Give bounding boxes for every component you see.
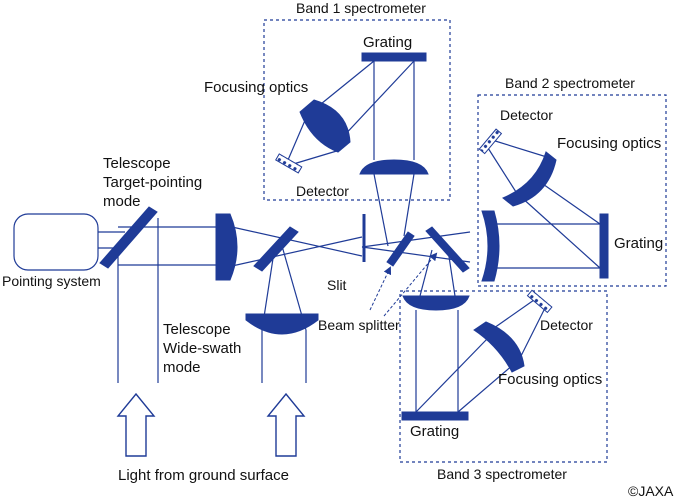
light-from-ground-label: Light from ground surface bbox=[118, 467, 289, 484]
band3-in-right bbox=[447, 249, 456, 297]
band1-box bbox=[263, 19, 451, 201]
band2-detector-label: Detector bbox=[500, 107, 553, 123]
telescope-wide-l3: mode bbox=[163, 359, 201, 376]
band2-detector bbox=[478, 128, 503, 155]
band2-collimator bbox=[481, 210, 500, 282]
telescope-target-l3: mode bbox=[103, 193, 141, 210]
band1-detector bbox=[275, 153, 303, 174]
band2-grating bbox=[599, 213, 609, 279]
band1-title: Band 1 spectrometer bbox=[296, 0, 426, 16]
band3-detector-label: Detector bbox=[540, 317, 593, 333]
wide-swath-lens bbox=[245, 313, 319, 335]
beam-splitter-label: Beam splitter bbox=[318, 317, 400, 333]
wide-swath-mirror bbox=[253, 226, 299, 272]
band1-focusing-optics bbox=[299, 99, 351, 153]
telescope-target-l1: Telescope bbox=[103, 155, 171, 172]
pointing-system-box bbox=[13, 213, 99, 271]
pointing-mirror bbox=[99, 206, 158, 269]
beam-splitter-arrow-2 bbox=[383, 252, 438, 317]
band3-focus-2 bbox=[517, 309, 545, 363]
band2-focusing-label: Focusing optics bbox=[557, 135, 661, 152]
band3-detector bbox=[526, 289, 553, 314]
band3-focus-1 bbox=[493, 299, 535, 329]
telescope-wide-l1: Telescope bbox=[163, 321, 231, 338]
beam-splitter-1 bbox=[386, 231, 415, 267]
path-to-band2-upper bbox=[361, 231, 471, 248]
telescope-target-l2: Target-pointing bbox=[103, 174, 202, 191]
light-arrow-right bbox=[266, 392, 306, 457]
band3-diff-2 bbox=[457, 363, 515, 413]
band3-in-left bbox=[419, 249, 433, 297]
band3-grating bbox=[401, 411, 469, 421]
band2-focus-2 bbox=[491, 139, 551, 159]
telescope-lens bbox=[215, 213, 238, 281]
band3-focusing-label: Focusing optics bbox=[498, 371, 602, 388]
band2-grating-label: Grating bbox=[614, 235, 663, 252]
band1-diff-2 bbox=[339, 60, 415, 141]
band2-diff-1 bbox=[539, 181, 601, 225]
band3-title: Band 3 spectrometer bbox=[437, 466, 567, 482]
band2-diff-2 bbox=[519, 195, 601, 269]
band1-in-right bbox=[403, 173, 415, 237]
path-converge-1 bbox=[231, 226, 363, 257]
band1-collimator bbox=[359, 159, 429, 175]
band3-grating-label: Grating bbox=[410, 423, 459, 440]
slit-label: Slit bbox=[327, 277, 347, 293]
band1-in-left bbox=[373, 173, 389, 247]
copyright-label: ©JAXA bbox=[628, 483, 674, 499]
light-arrow-left bbox=[116, 392, 156, 457]
pointing-system-label: Pointing system bbox=[2, 273, 101, 289]
band1-grating-label: Grating bbox=[363, 34, 412, 51]
band2-focus-1 bbox=[487, 147, 517, 193]
band2-title: Band 2 spectrometer bbox=[505, 75, 635, 91]
beam-splitter-arrow-1 bbox=[369, 266, 392, 311]
band3-box bbox=[399, 290, 608, 463]
band2-focusing-optics bbox=[502, 151, 557, 207]
beam-splitter-2 bbox=[425, 226, 470, 273]
band3-diff-1 bbox=[415, 337, 489, 413]
band2-box bbox=[477, 94, 667, 287]
path-converge-2 bbox=[231, 236, 363, 267]
band1-detector-label: Detector bbox=[296, 183, 349, 199]
band1-focus-1 bbox=[287, 117, 307, 161]
band1-focusing-label: Focusing optics bbox=[204, 79, 308, 96]
telescope-wide-l2: Wide-swath bbox=[163, 340, 241, 357]
band3-focusing-optics bbox=[473, 321, 525, 373]
band3-collimator bbox=[402, 295, 470, 311]
band1-grating bbox=[361, 52, 427, 62]
band1-diff-1 bbox=[315, 60, 375, 109]
band1-focus-2 bbox=[289, 149, 341, 166]
